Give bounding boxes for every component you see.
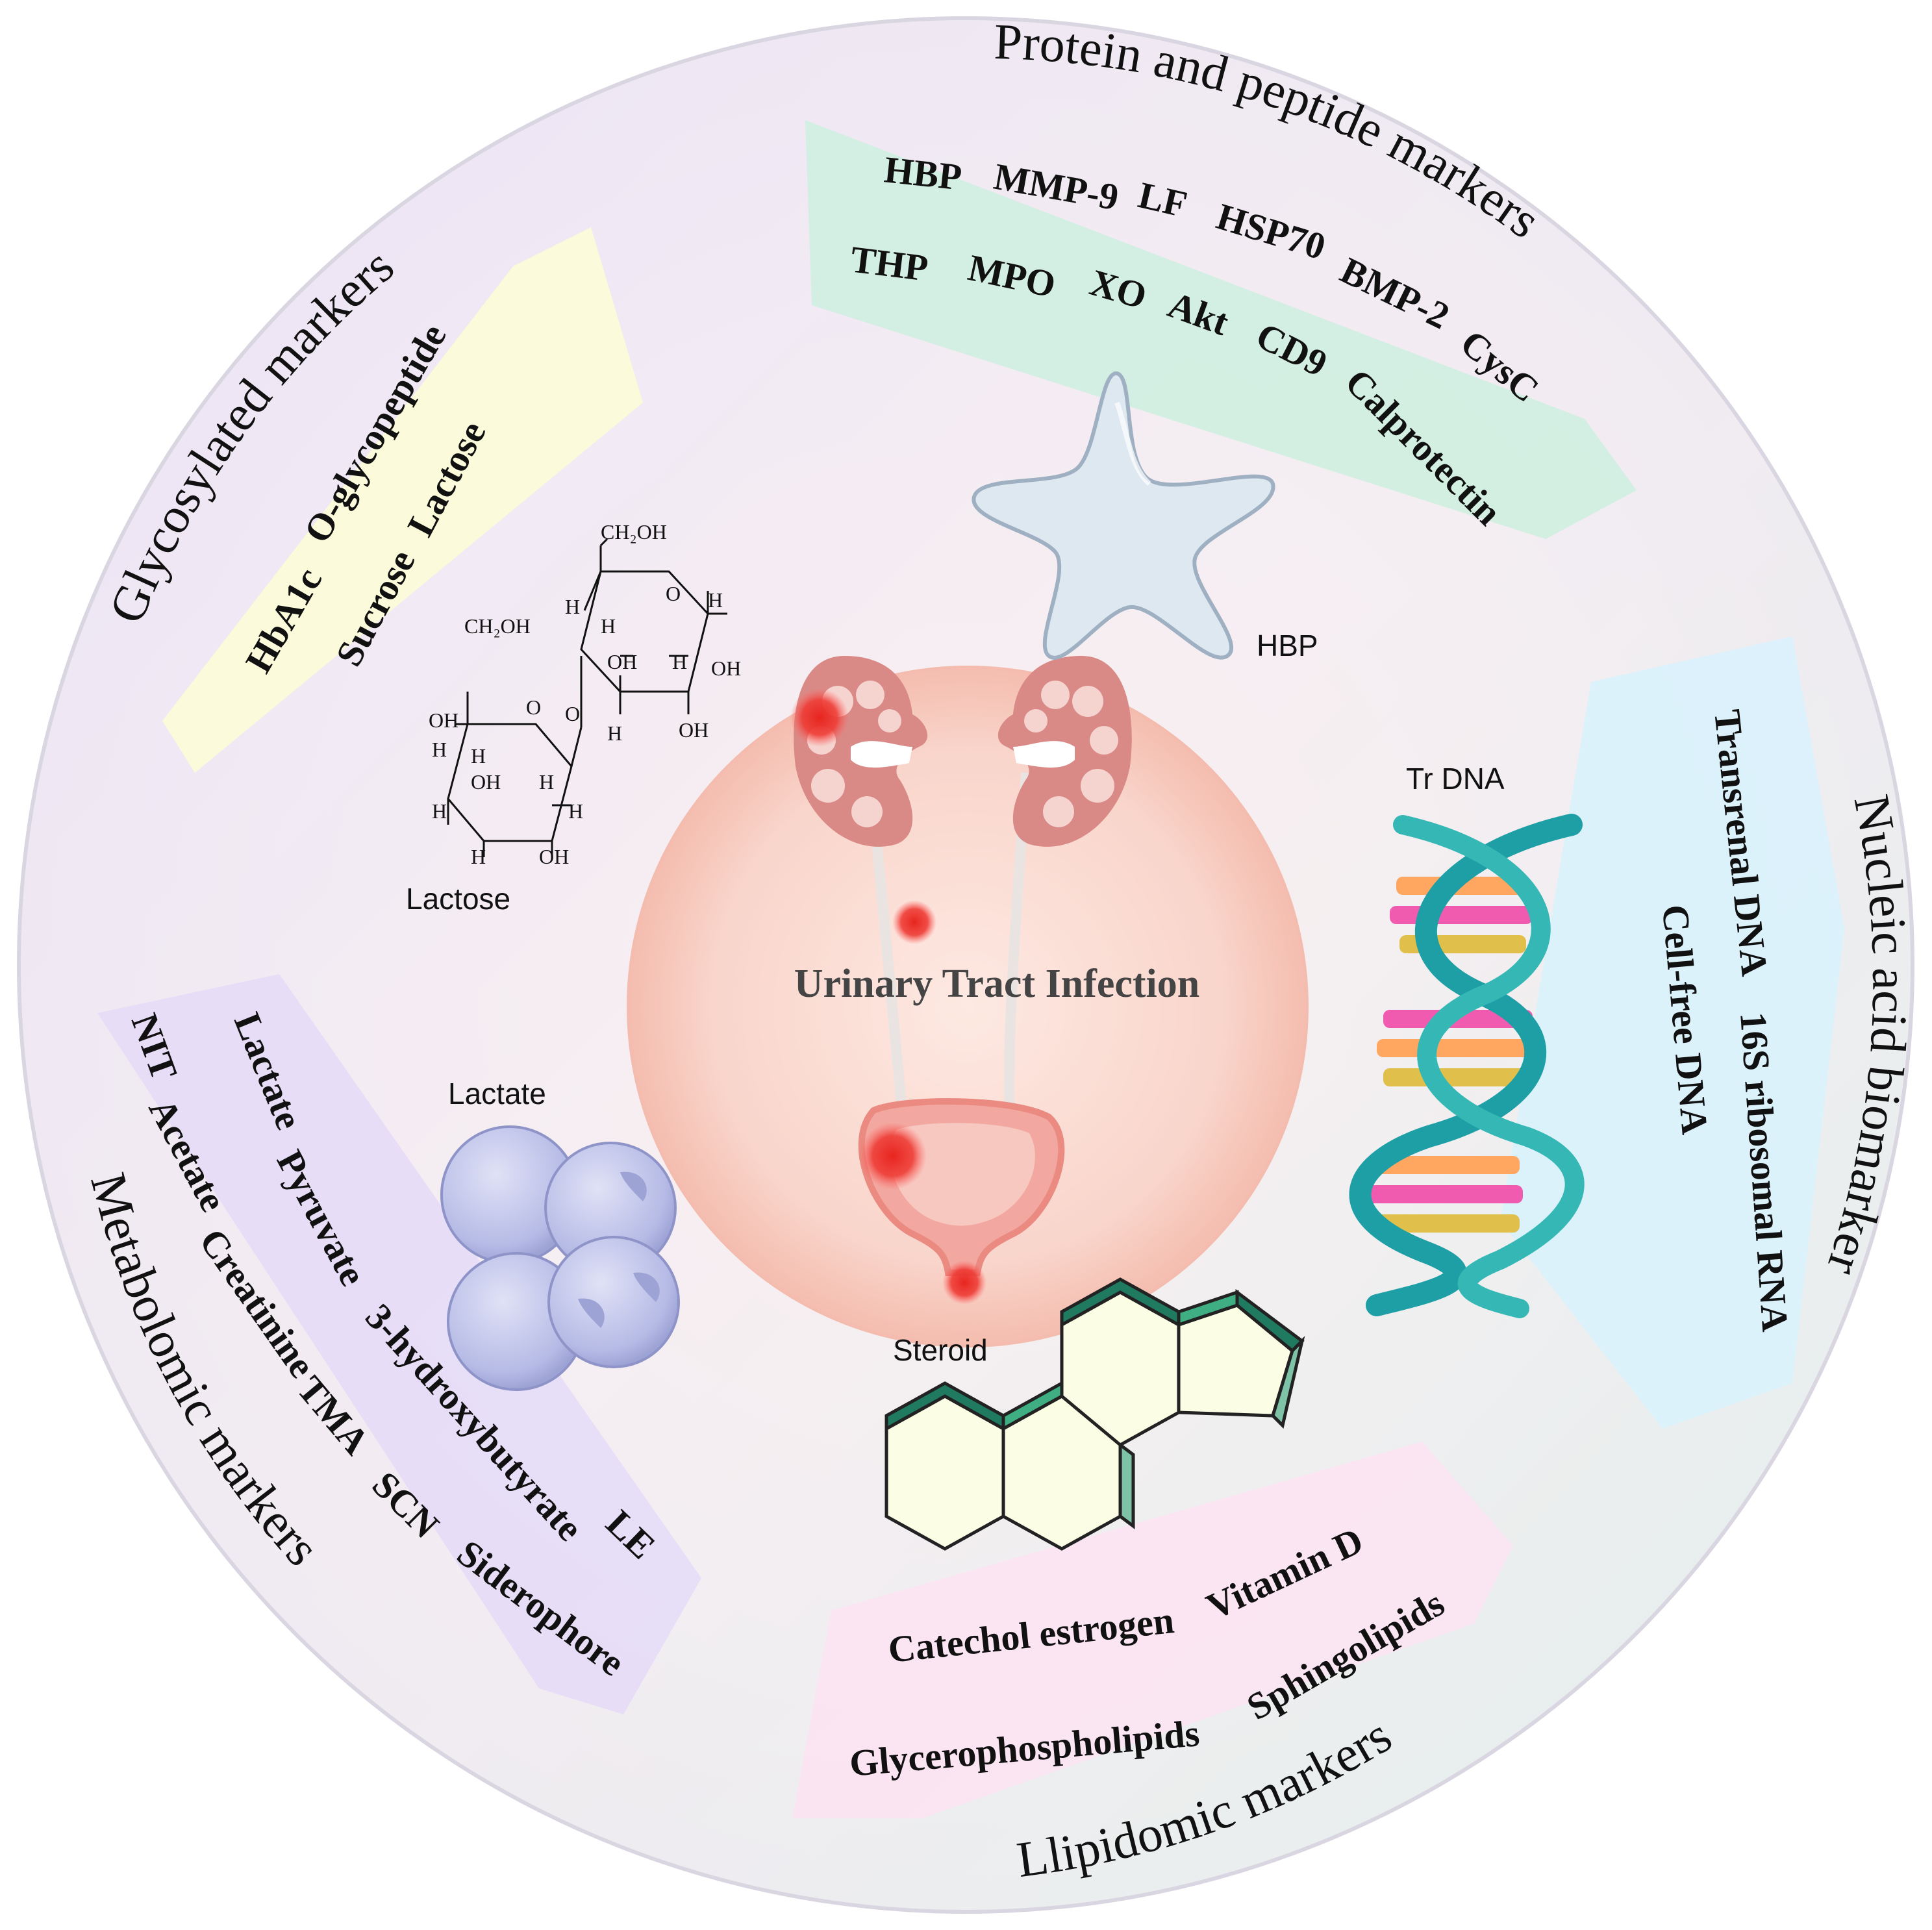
marker: HBP [883, 148, 964, 198]
oh-label: OH [679, 718, 709, 742]
o-label: O [565, 702, 580, 725]
h-label: H [601, 614, 616, 638]
h-label: H [471, 845, 486, 868]
oh-label: OH [429, 708, 458, 732]
marker: THP [848, 238, 930, 289]
o-label: O [526, 696, 541, 719]
inflammation-spot [859, 1122, 927, 1190]
urinary-tract-illustration [790, 656, 1132, 1305]
lactate-illustration-label: Lactate [448, 1077, 546, 1110]
h-label: H [471, 744, 486, 768]
ch2oh-label: CH₂OH [464, 614, 531, 638]
oh-label: OH [711, 657, 741, 680]
right-kidney [997, 656, 1132, 847]
hbp-cell-illustration [972, 371, 1275, 660]
lactate-illustration [440, 1125, 680, 1391]
lipidomic-band [792, 1442, 1513, 1818]
h-label: H [432, 738, 447, 761]
oh-label: OH [607, 650, 637, 673]
oh-label: OH [539, 845, 569, 868]
center-circle [627, 666, 1309, 1347]
metabolomic-band [97, 974, 701, 1714]
h-label: H [568, 799, 583, 823]
oh-label: OH [471, 770, 501, 794]
h-label: H [565, 595, 580, 618]
center-title: Urinary Tract Infection [794, 962, 1199, 1006]
nucleic-band [1500, 636, 1844, 1429]
h-label: H [708, 588, 723, 612]
inflammation-spot [790, 688, 849, 747]
lactose-illustration-label: Lactose [406, 882, 510, 916]
steroid-illustration [884, 1277, 1305, 1551]
h-label: H [432, 799, 447, 823]
protein-band [805, 120, 1637, 539]
dna-helix-illustration [1349, 814, 1585, 1318]
glyco-band [162, 227, 643, 773]
h-label: H [672, 650, 687, 673]
lactose-labels: CH₂OH CH₂OH O O O H H H OH H OH OH H OH … [429, 520, 741, 868]
hbp-illustration-label: HBP [1257, 629, 1318, 662]
inflammation-spot [942, 1260, 986, 1305]
o-label: O [666, 582, 681, 605]
ch2oh-label: CH₂OH [601, 520, 667, 544]
dna-backbone [1393, 815, 1585, 1318]
marker: LF [1135, 173, 1191, 225]
steroid-illustration-label: Steroid [893, 1333, 988, 1367]
h-label: H [539, 770, 554, 794]
dna-illustration-label: Tr DNA [1406, 762, 1505, 796]
inflammation-spot [892, 900, 936, 944]
h-label: H [607, 721, 622, 745]
lactose-structure [447, 538, 727, 857]
